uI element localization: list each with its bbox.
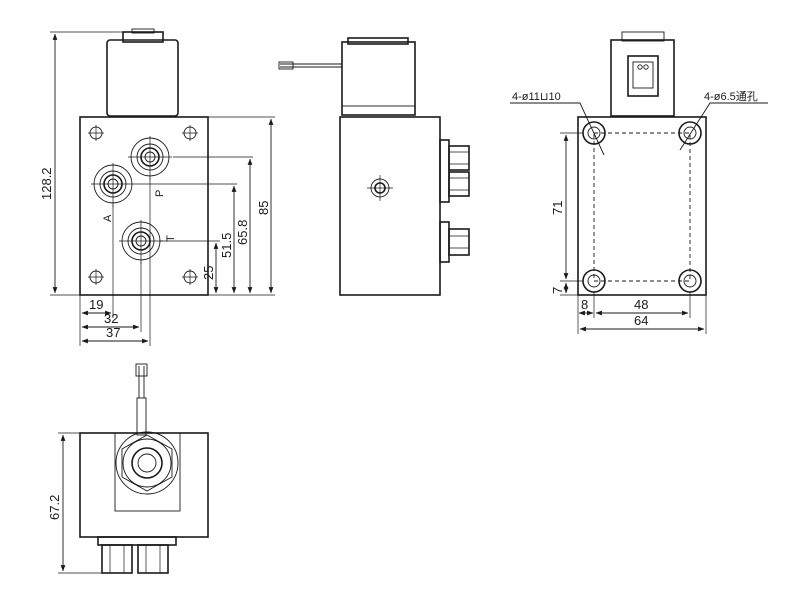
port-p-fitting	[128, 136, 172, 180]
dim-hole-edge-vertical: 7	[550, 287, 565, 294]
valve-body-side	[339, 116, 441, 296]
right-view: 4-ø11⊔10 4-ø6.5通孔 71 7 8 48 64	[510, 31, 768, 334]
dim-overall-height: 128.2	[39, 167, 54, 200]
lead-wire-top	[135, 363, 148, 436]
dim-hole-spacing-horizontal: 48	[634, 297, 648, 312]
callout-counterbore: 4-ø11⊔10	[512, 91, 561, 103]
front-view: A P T 128.2 85 65.8 51.5 25 19 32 37	[39, 28, 275, 346]
dim-body-width: 64	[634, 313, 648, 328]
port-fittings-side	[439, 139, 470, 263]
dim-p-port-offset: 37	[106, 325, 120, 340]
port-fittings-bottom	[97, 536, 177, 574]
hole-pattern-outline	[593, 132, 691, 282]
valve-body-mounting-face	[577, 116, 707, 296]
dim-body-height: 85	[256, 201, 271, 215]
dim-a-port-height: 51.5	[219, 233, 234, 258]
valve-body-front	[79, 116, 209, 296]
solenoid-connector	[610, 31, 675, 117]
dim-t-port-height: 25	[201, 266, 216, 280]
callout-through-hole: 4-ø6.5通孔	[704, 90, 758, 103]
bottom-view: 67.2	[47, 363, 209, 574]
dim-p-port-height: 65.8	[235, 220, 250, 245]
dim-hole-spacing-vertical: 71	[550, 201, 565, 215]
solenoid-coil	[106, 28, 179, 117]
dim-a-port-offset: 19	[89, 297, 103, 312]
side-view	[278, 37, 470, 296]
side-port	[367, 175, 393, 201]
lead-wire	[278, 61, 342, 70]
port-a-fitting	[91, 163, 135, 207]
bottom-port-fitting	[115, 431, 179, 495]
coil-outline-bottom	[114, 432, 181, 512]
mounting-holes-front	[88, 125, 198, 285]
port-label-t: T	[165, 235, 177, 242]
port-t-fitting	[119, 220, 163, 264]
port-label-p: P	[154, 190, 166, 197]
port-label-a: A	[102, 214, 114, 222]
dim-depth: 67.2	[47, 495, 62, 520]
solenoid-coil-side	[341, 37, 416, 116]
dim-hole-edge-horizontal: 8	[581, 297, 588, 312]
dim-t-port-offset: 32	[104, 311, 118, 326]
